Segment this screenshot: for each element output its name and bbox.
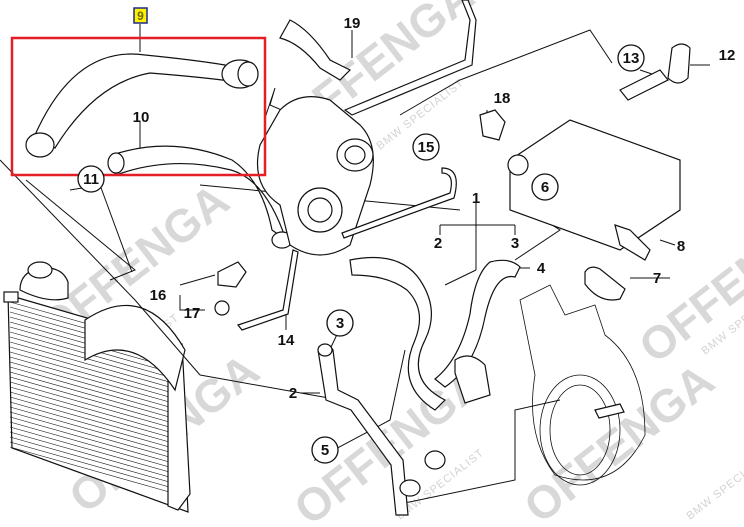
callout-label: 1 [472, 190, 480, 207]
callout-label: 19 [344, 15, 361, 32]
radiator-fin [9, 386, 181, 436]
callout-11[interactable]: 11 [77, 165, 105, 193]
radiator-fin [9, 411, 181, 461]
callout-17[interactable]: 17 [184, 305, 201, 322]
fan-shroud [84, 304, 186, 392]
radiator-fin [9, 421, 181, 471]
callout-4[interactable]: 4 [537, 260, 546, 277]
callout-label: 13 [623, 50, 640, 67]
radiator-fin [9, 376, 181, 426]
selected-part-badge[interactable]: 9 [133, 7, 148, 24]
watermark-tagline: BMW SPECIALIST [684, 447, 744, 523]
radiator-fin [9, 416, 181, 466]
radiator-fin [9, 381, 181, 431]
callout-label: 11 [83, 171, 99, 188]
callout-label: 15 [418, 139, 435, 156]
callout-circle [326, 309, 354, 337]
svg-text:9: 9 [137, 9, 144, 23]
callout-15[interactable]: 15 [412, 133, 440, 161]
radiator-fin [9, 331, 181, 381]
radiator-fin [9, 351, 181, 401]
clamp-8[interactable] [614, 224, 651, 261]
callout-2[interactable]: 2 [289, 385, 297, 402]
callout-label: 6 [541, 179, 549, 196]
callout-label: 14 [278, 332, 295, 349]
callout-label: 4 [537, 260, 546, 277]
callout-circle [311, 436, 339, 464]
callout-3[interactable]: 3 [326, 309, 354, 337]
callout-8[interactable]: 8 [677, 238, 685, 255]
callout-circle [412, 133, 440, 161]
callout-16[interactable]: 16 [150, 287, 167, 304]
hose-clip-19[interactable] [279, 19, 352, 81]
callout-circle [77, 165, 105, 193]
callout-13[interactable]: 13 [617, 44, 645, 72]
radiator-fin [9, 426, 181, 476]
radiator-fin [9, 396, 181, 446]
callout-label: 7 [653, 270, 661, 287]
callout-label: 5 [321, 442, 329, 459]
callout-label: 12 [719, 47, 736, 64]
callout-label: 2 [434, 235, 442, 252]
clip-17[interactable] [214, 300, 230, 316]
radiator-fin [9, 431, 181, 481]
callout-label: 3 [336, 315, 344, 332]
callout-label: 10 [133, 109, 150, 126]
callout-circle [617, 44, 645, 72]
vent-pipe-14[interactable] [236, 249, 299, 331]
callout-7[interactable]: 7 [653, 270, 661, 287]
radiator-fin [9, 361, 181, 411]
upper-radiator-hose[interactable] [25, 53, 259, 158]
radiator-fin [9, 391, 181, 441]
callout-6[interactable]: 6 [531, 173, 559, 201]
lower-hose-assembly[interactable] [317, 256, 521, 516]
radiator-fin [9, 346, 181, 396]
callout-label: 17 [184, 305, 201, 322]
callout-label: 3 [511, 235, 519, 252]
callout-19[interactable]: 19 [344, 15, 361, 32]
callout-1[interactable]: 1 [472, 190, 480, 207]
radiator-fin [9, 406, 181, 456]
radiator-fin [9, 356, 181, 406]
expansion-tank[interactable] [19, 261, 69, 301]
callout-12[interactable]: 12 [719, 47, 736, 64]
water-pump[interactable] [256, 96, 374, 256]
callout-circle [531, 173, 559, 201]
radiator-fin [9, 436, 181, 486]
callout-label: 2 [289, 385, 297, 402]
bracket-7[interactable] [584, 266, 626, 301]
heater-valve-block[interactable] [507, 43, 691, 251]
callout-3[interactable]: 3 [511, 235, 519, 252]
callout-label: 18 [494, 90, 511, 107]
callout-14[interactable]: 14 [278, 332, 295, 349]
bracket-16[interactable] [217, 261, 247, 288]
highlight-box [10, 36, 267, 177]
callout-label: 16 [150, 287, 167, 304]
radiator-fin [9, 446, 181, 496]
callout-label: 8 [677, 238, 685, 255]
bell-housing [519, 284, 646, 486]
radiator-fin [9, 336, 181, 386]
vent-line[interactable] [343, 0, 477, 116]
callout-5[interactable]: 5 [311, 436, 339, 464]
callout-18[interactable]: 18 [494, 90, 511, 107]
radiator-fin [9, 341, 181, 391]
watermark-brand: OFFENGA [514, 353, 723, 527]
radiator-fin [9, 371, 181, 421]
radiator-fin [9, 401, 181, 451]
clip-18[interactable] [479, 109, 506, 141]
radiator-fin [9, 441, 181, 491]
callout-2[interactable]: 2 [434, 235, 442, 252]
hose-15[interactable] [341, 167, 457, 239]
callout-10[interactable]: 10 [133, 109, 150, 126]
radiator-fin [9, 366, 181, 416]
lower-hose-10[interactable] [107, 145, 293, 249]
